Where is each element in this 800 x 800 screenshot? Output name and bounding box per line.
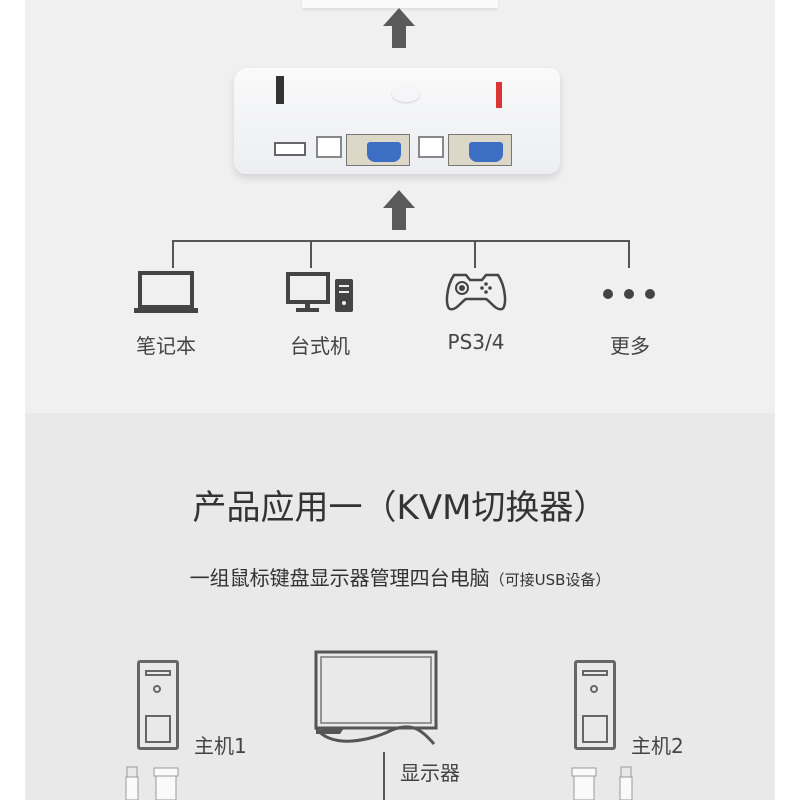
monitor-cable (383, 752, 385, 800)
more-icon (603, 289, 655, 299)
subtitle-note: （可接USB设备） (489, 571, 611, 589)
host2-label: 主机2 (631, 734, 684, 758)
tree-line (172, 240, 629, 242)
device-label-more: 更多 (610, 334, 650, 358)
kvm-switch-image (234, 68, 560, 174)
host2-tower-icon (574, 660, 616, 750)
monitor-base (302, 0, 498, 8)
bottom-panel (25, 413, 775, 800)
section-subtitle: 一组鼠标键盘显示器管理四台电脑（可接USB设备） (0, 562, 800, 591)
device-label-desktop: 台式机 (290, 334, 350, 358)
tree-branch (474, 240, 476, 268)
vga-port-pc1 (448, 134, 512, 166)
vga-port-pc2 (346, 134, 410, 166)
usb-b-port-2 (316, 136, 342, 158)
select-button (392, 86, 420, 102)
laptop-icon (134, 271, 198, 313)
section-title: 产品应用一（KVM切换器） (192, 488, 608, 528)
usb-b-port-1 (418, 136, 444, 158)
tree-branch (628, 240, 630, 268)
usb-a-port (274, 142, 306, 156)
arrow-up-icon (383, 190, 415, 230)
brand-logo (496, 82, 502, 108)
host1-label: 主机1 (194, 734, 247, 758)
subtitle-text: 一组鼠标键盘显示器管理四台电脑 (189, 566, 490, 590)
host1-cables-icon (125, 766, 179, 800)
device-label-console: PS3/4 (447, 330, 505, 354)
arrow-up-icon (383, 8, 415, 48)
tree-branch (310, 240, 312, 268)
tree-branch (172, 240, 174, 268)
monitor-label: 显示器 (400, 761, 460, 785)
device-label-laptop: 笔记本 (136, 334, 196, 358)
host1-tower-icon (137, 660, 179, 750)
host2-cables-icon (571, 766, 633, 800)
gamepad-icon (445, 273, 507, 311)
brand-label (276, 76, 284, 104)
monitor-icon (314, 650, 438, 745)
desktop-icon (286, 272, 353, 312)
